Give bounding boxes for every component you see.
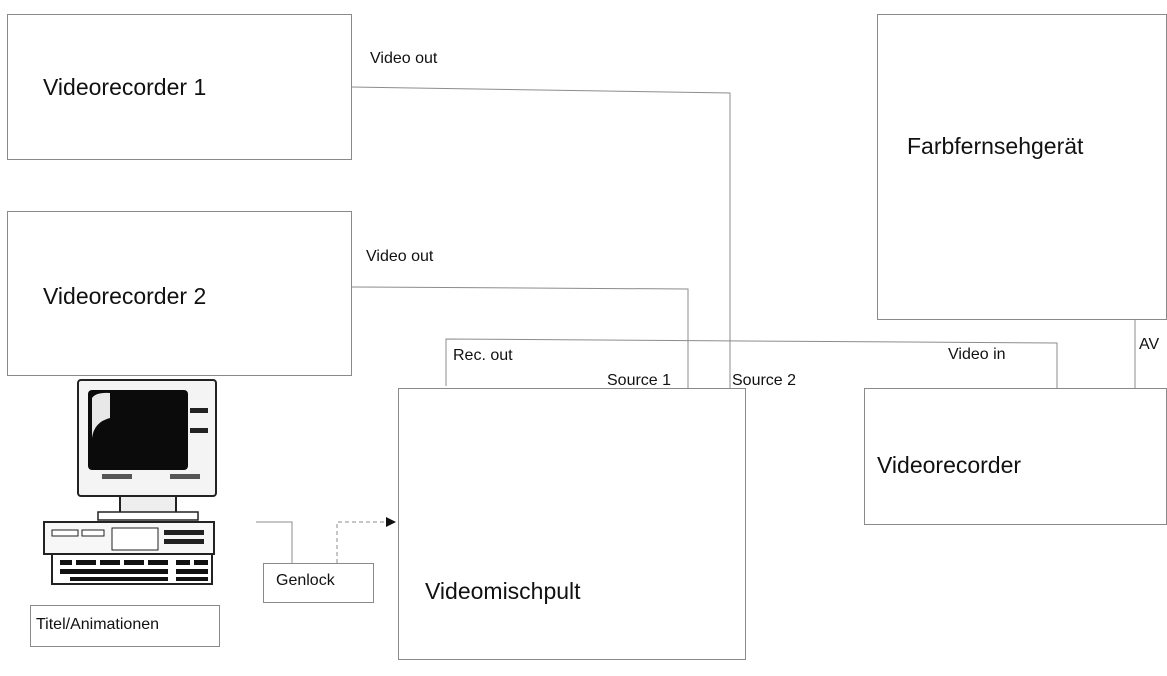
vcr-main-box: Videorecorder [864, 388, 1167, 525]
rec-out-label: Rec. out [453, 347, 513, 364]
vcr1-label: Videorecorder 1 [43, 74, 207, 100]
vcr1-box: Videorecorder 1 [7, 14, 352, 160]
wire-recout-to-videoin [445, 338, 1058, 388]
vcr1-video-out-label: Video out [370, 50, 438, 67]
desktop-computer-icon [43, 379, 217, 585]
screen-glare [92, 392, 110, 438]
video-in-label: Video in [948, 346, 1006, 363]
vcr2-video-out-label: Video out [366, 248, 434, 265]
vcr-main-label: Videorecorder [877, 452, 1022, 478]
vcr2-label: Videorecorder 2 [43, 283, 207, 309]
genlock-arrowhead [386, 517, 396, 527]
genlock-box: Genlock [263, 563, 374, 603]
wire-vcr2-to-source1 [351, 286, 689, 388]
tv-box: Farbfernsehgerät [877, 14, 1167, 320]
wire-vcr1-to-source2 [351, 86, 731, 388]
mixer-box: Videomischpult [398, 388, 746, 660]
source1-label: Source 1 [607, 372, 672, 389]
computer-label: Titel/Animationen [36, 616, 160, 633]
wire-genlock-right [336, 521, 390, 563]
vcr2-box: Videorecorder 2 [7, 211, 352, 376]
tv-label: Farbfernsehgerät [907, 133, 1084, 159]
wire-genlock-left [256, 521, 293, 563]
monitor-screen [88, 390, 188, 470]
av-label: AV [1139, 336, 1160, 353]
computer-caption-box: Titel/Animationen [30, 605, 220, 647]
genlock-label: Genlock [276, 572, 335, 589]
mixer-label: Videomischpult [425, 578, 581, 604]
source2-label: Source 2 [732, 372, 797, 389]
